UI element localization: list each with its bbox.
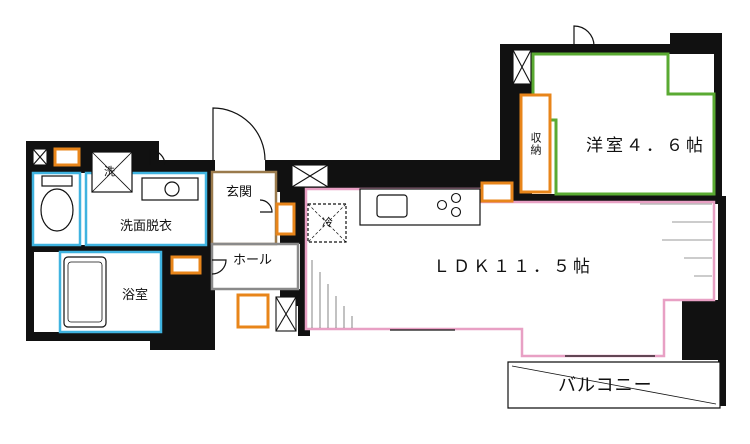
- closet-western: [519, 93, 552, 194]
- hall-label: ホール: [233, 253, 273, 268]
- storage-label: 収納: [529, 132, 542, 156]
- washer-label: 洗: [104, 165, 115, 178]
- toilet-fixture: [40, 175, 74, 232]
- closet-toilet: [53, 147, 81, 167]
- toilet-outline: [31, 171, 82, 247]
- room-interiors: [34, 54, 720, 406]
- ldk-hatching: [311, 203, 712, 328]
- fridge-label: 冷: [322, 216, 333, 229]
- sink: [376, 194, 408, 218]
- washroom-label: 洗面脱衣: [120, 219, 173, 234]
- western-room-label: 洋室４．６帖: [586, 136, 706, 156]
- washroom-outline: [84, 171, 208, 247]
- closet-bath: [170, 255, 202, 275]
- stove: [436, 192, 462, 218]
- ldk-label: ＬＤＫ１１．５帖: [433, 257, 593, 277]
- closet-hall: [236, 293, 270, 329]
- bath-outline: [58, 250, 163, 334]
- bath-label: 浴室: [122, 288, 149, 303]
- storage-units: [53, 93, 552, 329]
- closet-ldk-top: [480, 181, 514, 203]
- closet-entrance: [275, 202, 296, 236]
- entrance-label: 玄関: [226, 185, 253, 200]
- vent-boxes: [32, 49, 532, 332]
- balcony-outline: [507, 361, 721, 409]
- hall-outline: [210, 242, 300, 291]
- doors: [149, 25, 655, 357]
- balcony-label: バルコニー: [558, 375, 653, 396]
- bathtub: [63, 256, 107, 328]
